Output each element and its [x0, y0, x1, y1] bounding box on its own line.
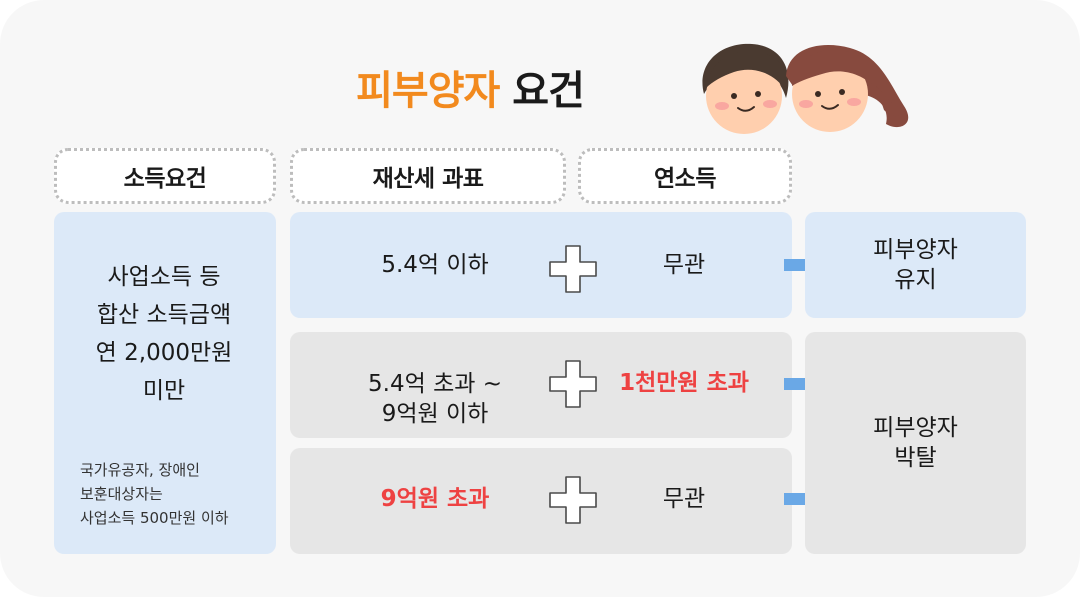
title-accent: 피부양자	[356, 68, 500, 114]
income-requirement-note: 국가유공자, 장애인 보훈대상자는 사업소득 500만원 이하	[80, 461, 229, 527]
plus-icon	[549, 245, 597, 293]
row-3-box	[290, 448, 792, 554]
income-requirement-box: 사업소득 등 합산 소득금액 연 2,000만원 미만 국가유공자, 장애인 보…	[54, 212, 276, 554]
header-annual-income: 연소득	[578, 148, 792, 204]
row-3-income: 무관	[662, 486, 706, 512]
header-income: 소득요건	[54, 148, 276, 204]
row-1-income: 무관	[662, 252, 706, 278]
plus-icon	[549, 476, 597, 524]
result-lose-box: 피부양자 박탈	[805, 332, 1026, 554]
plus-icon	[549, 360, 597, 408]
row-2-income: 1천만원 초과	[619, 370, 749, 396]
result-keep: 피부양자 유지	[873, 237, 958, 293]
header-property-tax: 재산세 과표	[290, 148, 566, 204]
row-3-property: 9억원 초과	[380, 486, 490, 512]
row-1-property: 5.4억 이하	[381, 252, 489, 278]
result-keep-box: 피부양자 유지	[805, 212, 1026, 318]
income-requirement-main: 사업소득 등 합산 소득금액 연 2,000만원 미만	[95, 264, 233, 404]
row-1-box	[290, 212, 792, 318]
row-2-box	[290, 332, 792, 438]
result-lose: 피부양자 박탈	[873, 415, 958, 471]
page-title: 피부양자 요건	[0, 58, 1080, 116]
faces-illustration	[702, 43, 909, 134]
row-2-property: 5.4억 초과 ~ 9억원 이하	[368, 371, 502, 427]
title-rest: 요건	[512, 68, 585, 114]
